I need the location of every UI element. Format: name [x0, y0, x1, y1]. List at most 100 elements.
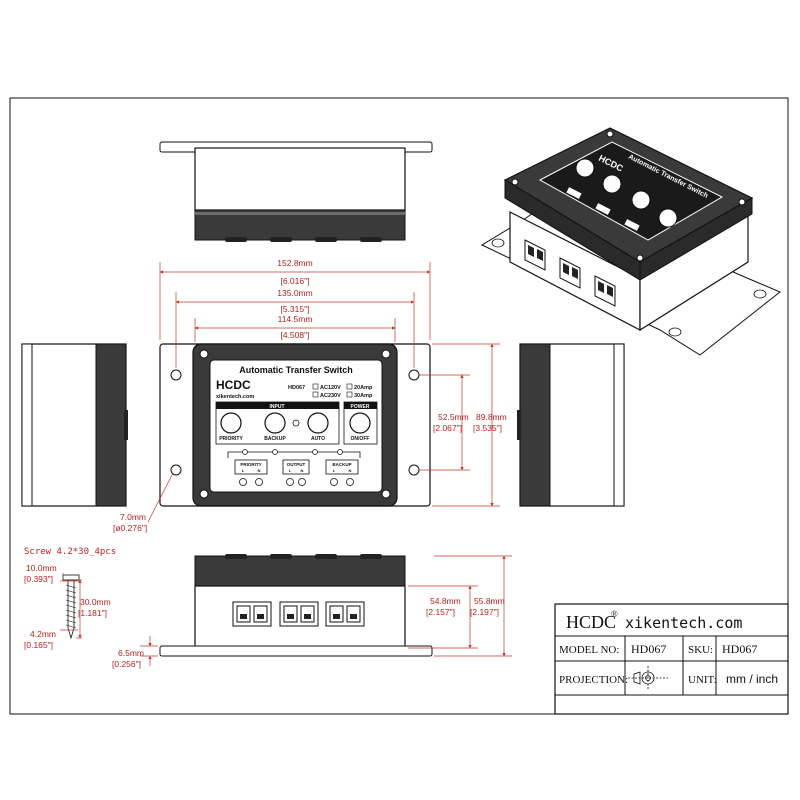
right-side-flange — [613, 343, 625, 507]
dim-flange-in: [0.256"] — [112, 659, 141, 669]
priority-terminal-l: L — [242, 468, 245, 473]
screw-dia-in: [0.165"] — [24, 640, 53, 650]
screw-length-mm: 30.0mm — [80, 597, 111, 607]
dimension-texts: 152.8mm [6.016"] 135.0mm [5.315"] 114.5m… — [112, 258, 507, 669]
dim-hole-mm: 7.0mm — [120, 512, 146, 522]
terminal-screws — [239, 478, 354, 486]
dim-height-holes-mm: 52.5mm — [438, 412, 469, 422]
backup-label: BACKUP — [264, 436, 286, 442]
mount-hole-br — [408, 464, 420, 476]
left-side-lid — [95, 343, 127, 507]
panel-model: HD067 — [288, 385, 305, 391]
isometric-view: Automatic Transfer Switch HCDC — [480, 127, 781, 356]
backup-terminal-label: BACKUP — [332, 462, 351, 467]
dim-side-height-1-in: [2.157"] — [426, 607, 455, 617]
left-side-foot — [124, 410, 128, 440]
lid-screw-bl — [199, 489, 209, 499]
power-group-header — [344, 402, 377, 409]
iso-button-2 — [602, 174, 622, 194]
backup-button — [264, 412, 286, 434]
dim-width-body-in: [4.508"] — [280, 330, 309, 340]
left-side-flange — [21, 343, 33, 507]
tb-sku-value: HD067 — [722, 642, 757, 656]
drawing-border — [9, 97, 789, 715]
iso-screw-4 — [636, 254, 644, 262]
dim-hole-in: [ø0.276"] — [113, 523, 147, 533]
dimension-lines — [140, 262, 512, 666]
checkbox-30amp — [346, 391, 353, 398]
iso-button-1 — [575, 158, 595, 178]
bottom-port-contacts — [240, 614, 357, 619]
bottom-view-flange — [159, 645, 433, 657]
lid-screw-tl — [199, 349, 209, 359]
iso-screw-2 — [606, 130, 614, 138]
screw-dia-mm: 4.2mm — [30, 629, 56, 639]
tb-brand: HCDC — [566, 612, 616, 632]
iso-button-3 — [631, 190, 651, 210]
output-terminal-n: N — [301, 468, 304, 473]
panel-spec-20amp: 20Amp — [354, 385, 373, 391]
auto-led — [292, 419, 300, 427]
mount-hole-tr — [408, 369, 420, 381]
bottom-foot-2 — [270, 554, 292, 559]
priority-button — [220, 412, 242, 434]
screw-threads — [65, 584, 77, 629]
iso-flange-hole-3 — [753, 289, 767, 299]
priority-terminal-n: N — [258, 468, 261, 473]
iso-ports — [524, 239, 616, 307]
backup-terminal-l: L — [333, 468, 336, 473]
priority-terminal-box — [234, 459, 268, 475]
top-view-foot-1 — [225, 237, 247, 242]
checkbox-ac120 — [312, 383, 319, 390]
tb-unit-value: mm / inch — [726, 672, 778, 686]
tb-model-no-label: MODEL NO: — [559, 644, 619, 656]
dim-height-overall-mm: 89.8mm — [476, 412, 507, 422]
output-terminal-label: OUTPUT — [287, 462, 306, 467]
input-group-header — [216, 402, 339, 409]
priority-label: PRIORITY — [219, 436, 243, 442]
iso-terminal-2 — [595, 203, 611, 215]
right-side-foot — [517, 410, 521, 440]
screw-head — [62, 574, 80, 581]
tb-registered: ® — [611, 609, 618, 619]
projection-symbol-icon — [628, 666, 668, 690]
dim-flange-mm: 6.5mm — [118, 648, 144, 658]
lid-screw-tr — [381, 349, 391, 359]
onoff-label: ON/OFF — [351, 436, 370, 442]
power-label: POWER — [351, 404, 370, 410]
checkbox-20amp — [346, 383, 353, 390]
tb-website: xikentech.com — [625, 614, 742, 632]
dim-side-height-2-mm: 55.8mm — [474, 596, 505, 606]
dim-height-holes-in: [2.067"] — [433, 423, 462, 433]
top-view-foot-2 — [270, 237, 292, 242]
dim-height-overall-in: [3.535"] — [473, 423, 502, 433]
front-view: Automatic Transfer Switch HCDC xikentech… — [159, 343, 431, 507]
output-terminal-l: L — [289, 468, 292, 473]
panel-spec-30amp: 30Amp — [354, 393, 373, 399]
title-block: HCDC ® xikentech.com MODEL NO: HD067 SKU… — [554, 603, 789, 715]
iso-flange-hole-2 — [668, 327, 682, 337]
title-block-frame — [554, 603, 789, 715]
panel-spec-ac120: AC120V — [320, 385, 341, 391]
screw-length-in: [1.181"] — [78, 608, 107, 618]
panel-title: Automatic Transfer Switch — [239, 365, 353, 375]
top-view-body — [194, 147, 406, 211]
tb-sku-label: SKU: — [688, 644, 713, 656]
panel-url: xikentech.com — [216, 394, 254, 400]
screw-title: Screw 4.2*30_4pcs — [24, 547, 116, 557]
lid-screw-br — [381, 489, 391, 499]
backup-terminal-box — [325, 459, 359, 475]
top-view — [159, 141, 433, 242]
checkbox-ac230 — [312, 391, 319, 398]
bottom-view-lid — [194, 555, 406, 587]
screw-shank — [67, 579, 75, 640]
iso-terminal-1 — [566, 187, 582, 199]
circuit-node-1 — [242, 449, 248, 455]
iso-flange-hole-1 — [491, 238, 505, 248]
tb-projection-label: PROJECTION: — [559, 674, 628, 686]
top-view-lid-highlight — [195, 212, 405, 215]
iso-screw-1 — [511, 178, 519, 186]
dim-width-holes-in: [5.315"] — [280, 304, 309, 314]
bottom-foot-4 — [360, 554, 382, 559]
